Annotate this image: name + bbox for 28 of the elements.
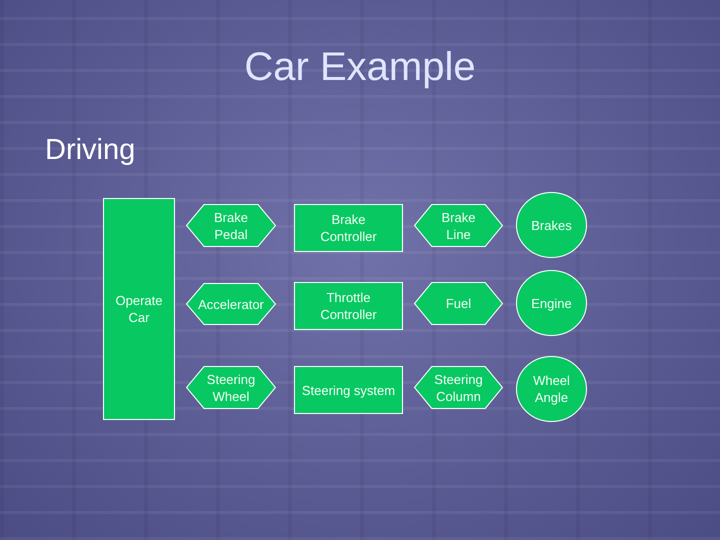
- hexagon-shape: [414, 366, 503, 409]
- node-label: Steering system: [302, 382, 396, 398]
- node-label: Steering Wheel: [206, 370, 256, 404]
- process-box: [294, 204, 403, 252]
- node-label: Steering Column: [433, 370, 484, 404]
- node-label: Fuel: [446, 295, 472, 312]
- node-label: Brake Pedal: [213, 208, 249, 242]
- node-label: Engine: [531, 294, 572, 312]
- node-label: Brake Line: [440, 208, 476, 242]
- node-label: Brakes: [531, 216, 572, 234]
- circle-shape: [516, 270, 587, 336]
- circle-shape: [516, 192, 587, 258]
- slide-title: Car Example: [244, 45, 476, 89]
- hexagon-shape: [414, 282, 503, 325]
- hexagon-shape: [186, 283, 276, 325]
- hexagon-shape: [414, 204, 503, 247]
- node-label: Wheel Angle: [532, 372, 571, 406]
- hexagon-shape: [186, 204, 276, 247]
- node-label: Operate Car: [114, 292, 164, 326]
- circle-shape: [516, 356, 587, 422]
- process-box: [103, 198, 175, 420]
- process-box: [294, 366, 403, 414]
- node-label: Brake Controller: [319, 211, 378, 245]
- node-label: Accelerator: [198, 296, 264, 312]
- process-box: [294, 282, 403, 330]
- node-label: Throttle Controller: [319, 289, 378, 323]
- hexagon-shape: [186, 366, 276, 409]
- section-heading: Driving: [45, 133, 136, 167]
